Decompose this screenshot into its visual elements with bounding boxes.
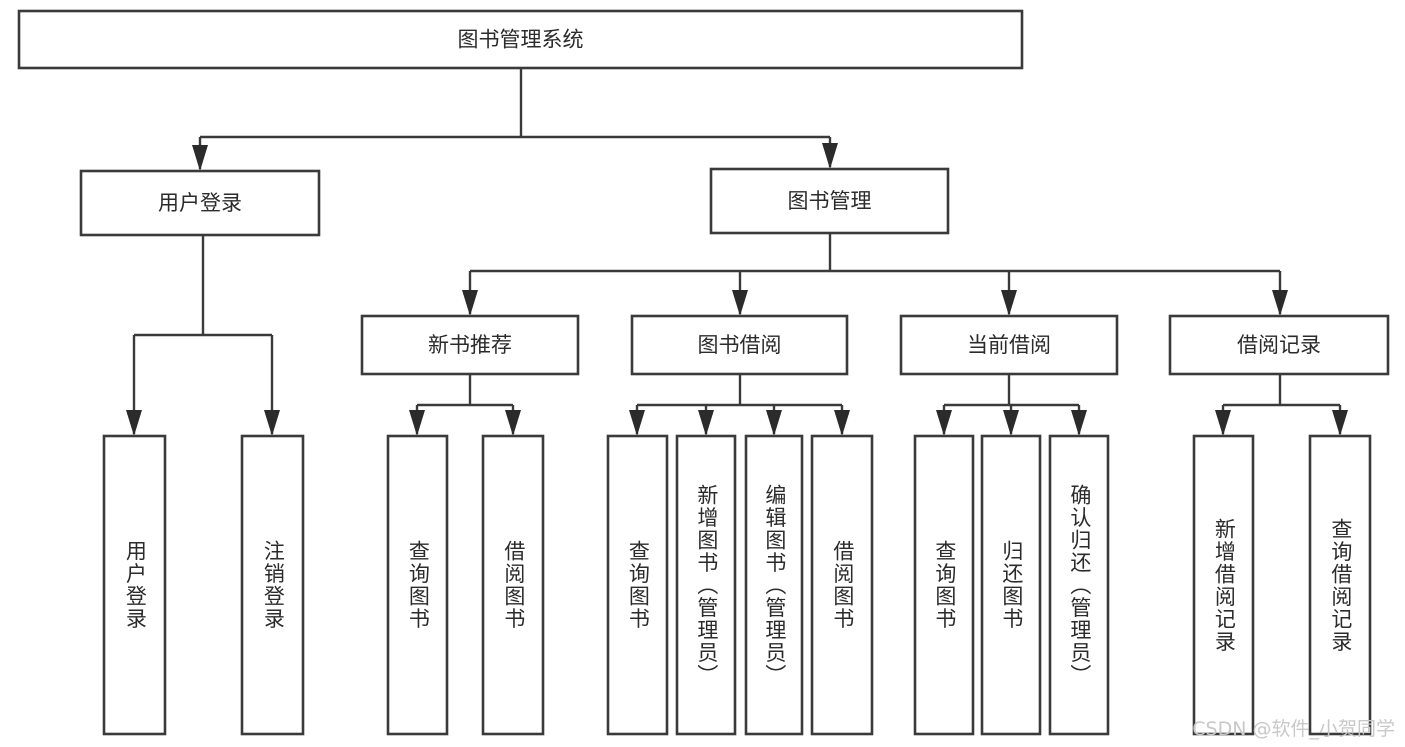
node-box-leaf-user-login[interactable] [102,434,167,736]
arrow-head-icon [505,410,521,436]
node-box-leaf-borrow-book-recommend[interactable] [481,434,545,736]
arrow-head-icon [936,410,952,436]
node-box-leaf-add-borrow-record[interactable] [1192,434,1255,736]
node-box-leaf-query-book-borrow[interactable] [606,434,669,736]
node-box-leaf-return-book[interactable] [980,434,1042,736]
node-box-borrow-record[interactable] [1168,314,1390,376]
arrow-head-icon [126,410,142,436]
node-box-leaf-borrow-book[interactable] [810,434,874,736]
node-label-borrow-record: 借阅记录 [1237,333,1321,357]
node-box-leaf-query-book-current[interactable] [913,434,975,736]
node-label-user-login: 用户登录 [158,191,242,215]
arrow-head-icon [1071,410,1087,436]
arrow-head-icon [1332,410,1348,436]
node-box-leaf-query-borrow-record[interactable] [1308,434,1372,736]
node-label-current-borrow: 当前借阅 [967,333,1051,357]
node-label-root: 图书管理系统 [458,28,584,52]
node-box-root[interactable] [17,9,1024,70]
node-label-book-borrow: 图书借阅 [698,333,782,357]
arrow-head-icon [732,290,748,316]
arrow-head-icon [192,145,208,171]
node-box-current-borrow[interactable] [899,314,1119,376]
arrow-head-icon [698,410,714,436]
node-box-leaf-edit-book-admin[interactable] [744,434,804,736]
arrow-head-icon [822,143,838,169]
node-box-book-manage[interactable] [709,167,950,235]
arrow-head-icon [629,410,645,436]
node-label-new-book-recommend: 新书推荐 [428,333,512,357]
node-label-book-manage: 图书管理 [788,189,872,213]
node-box-user-login[interactable] [79,169,321,237]
node-box-leaf-add-book-admin[interactable] [675,434,737,736]
arrow-head-icon [1272,290,1288,316]
connector-layer [126,68,1348,436]
watermark-text: CSDN @软件_小贺同学 [1192,718,1395,740]
arrow-head-icon [264,410,280,436]
arrow-head-icon [1215,410,1231,436]
node-box-new-book-recommend[interactable] [360,314,580,376]
arrow-head-icon [766,410,782,436]
arrow-head-icon [834,410,850,436]
node-box-leaf-query-book-recommend[interactable] [386,434,449,736]
node-box-book-borrow[interactable] [630,314,849,376]
arrow-head-icon [1001,290,1017,316]
arrow-head-icon [1003,410,1019,436]
arrow-head-icon [409,410,425,436]
node-box-leaf-confirm-return-admin[interactable] [1048,434,1110,736]
node-box-leaf-logout[interactable] [240,434,305,736]
arrow-head-icon [462,290,478,316]
